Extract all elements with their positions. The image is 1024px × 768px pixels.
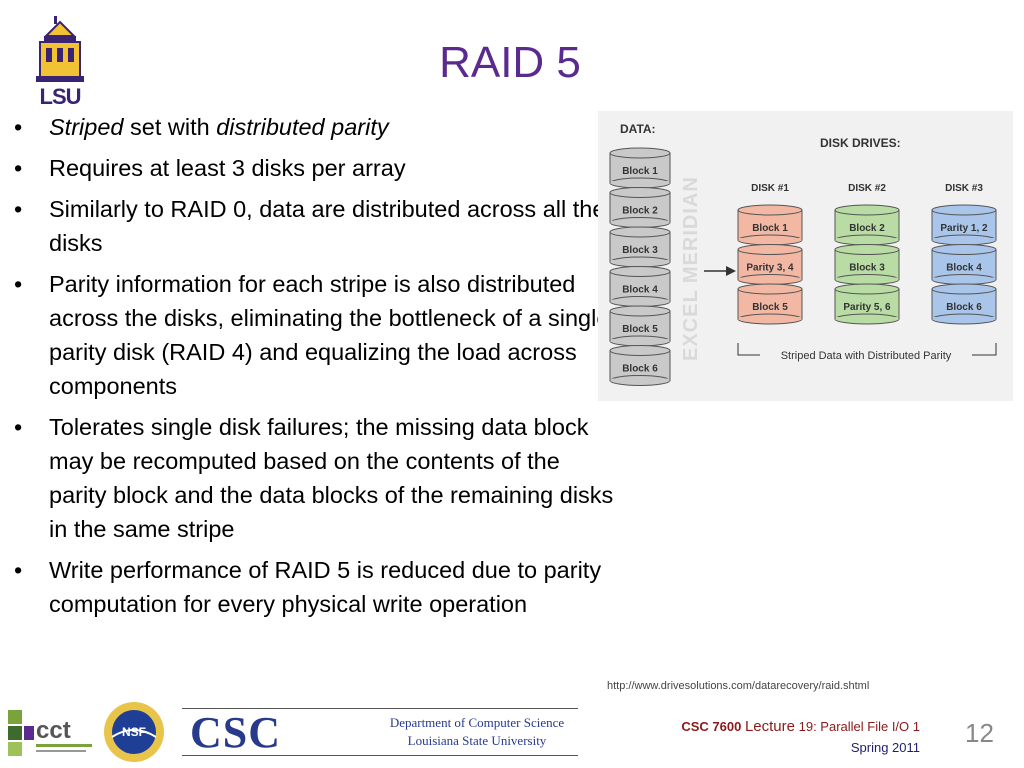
block-label: Block 2 xyxy=(849,223,885,234)
lecture-title: 19: Parallel File I/O 1 xyxy=(798,719,920,734)
disk-block: Block 5 xyxy=(737,283,803,325)
source-url: http://www.drivesolutions.com/datarecove… xyxy=(607,680,870,692)
bullet-dot: • xyxy=(14,271,23,297)
bullet-dot: • xyxy=(14,196,23,222)
block-label: Block 1 xyxy=(752,223,788,234)
disk-block: Parity 3, 4 xyxy=(737,244,803,285)
disk-block: Block 4 xyxy=(931,244,997,285)
svg-text:cct: cct xyxy=(36,717,71,744)
diagram-caption: Striped Data with Distributed Parity xyxy=(781,350,952,362)
diagram-watermark: EXCEL MERIDIAN xyxy=(680,176,702,361)
bullet-list: • Striped set with distributed parity • Req… xyxy=(14,110,614,628)
csc-banner xyxy=(182,708,578,756)
block-label: Block 3 xyxy=(849,263,885,274)
slide-title: RAID 5 xyxy=(439,38,581,87)
lecture-word: Lecture xyxy=(744,718,795,735)
block-label: Block 1 xyxy=(622,166,658,177)
block-label: Parity 3, 4 xyxy=(746,263,794,274)
disk-block: Block 3 xyxy=(834,244,900,285)
svg-text:NSF: NSF xyxy=(122,725,146,739)
lsu-logo xyxy=(36,16,84,82)
arrow-head xyxy=(726,266,736,276)
data-block: Block 1 xyxy=(609,147,671,189)
lsu-wordmark: LSU xyxy=(39,84,82,109)
course-code: CSC 7600 xyxy=(681,719,742,734)
data-block: Block 5 xyxy=(609,305,671,347)
block-label: Block 4 xyxy=(946,263,982,274)
bullet-item: • Parity information for each stripe is a… xyxy=(14,267,614,403)
department-name: Department of Computer Science xyxy=(389,715,565,730)
disk-name: DISK #1 xyxy=(751,183,789,194)
bullet-text: distributed parity xyxy=(216,114,389,140)
bullet-text: Tolerates single disk failures; the miss… xyxy=(49,414,614,542)
diagram-drives-label: DISK DRIVES: xyxy=(820,136,901,150)
cct-logo: cct xyxy=(8,710,92,756)
block-label: Block 4 xyxy=(622,285,658,296)
bullet-text: Similarly to RAID 0, data are distribute… xyxy=(49,196,606,256)
block-label: Block 3 xyxy=(622,245,658,256)
disk-block: Parity 5, 6 xyxy=(834,283,900,325)
footer-course: CSC 7600 Lecture 19: Parallel File I/O 1 xyxy=(681,718,920,735)
bullet-item: • Tolerates single disk failures; the mis… xyxy=(14,410,614,546)
bullet-dot: • xyxy=(14,114,23,140)
bullet-item: • Similarly to RAID 0, data are distribut… xyxy=(14,192,614,260)
nsf-logo: NSF xyxy=(104,702,164,762)
bullet-text: set with xyxy=(123,114,217,140)
data-block-stack: Block 1 Block 2 Block 3 Block 4 Block 5 Block… xyxy=(609,147,671,386)
bullet-dot: • xyxy=(14,414,23,440)
block-label: Parity 5, 6 xyxy=(843,302,891,313)
bullet-text: Parity information for each stripe is al… xyxy=(49,271,610,399)
disk-block: Parity 1, 2 xyxy=(931,204,997,246)
disk-block: Block 2 xyxy=(834,204,900,246)
disk-block: Block 1 xyxy=(737,204,803,246)
disk-name: DISK #3 xyxy=(945,183,983,194)
bullet-text: Write performance of RAID 5 is reduced d… xyxy=(49,557,602,617)
data-block: Block 2 xyxy=(609,187,671,228)
block-label: Parity 1, 2 xyxy=(940,223,988,234)
block-label: Block 2 xyxy=(622,206,658,217)
data-block: Block 4 xyxy=(609,266,671,307)
block-label: Block 6 xyxy=(622,364,658,375)
raid5-diagram: DATA: DISK DRIVES: Block 1 Block 2 Block 3… xyxy=(598,111,1013,401)
disk-name: DISK #2 xyxy=(848,183,886,194)
block-label: Block 5 xyxy=(752,302,788,313)
block-label: Block 5 xyxy=(622,324,658,335)
bullet-dot: • xyxy=(14,557,23,583)
bullet-text: Requires at least 3 disks per array xyxy=(49,155,406,181)
data-block: Block 6 xyxy=(609,345,671,386)
bullet-text: Striped xyxy=(49,114,124,140)
page-number: 12 xyxy=(965,718,994,748)
disk-drives: DISK #1 Block 1 Parity 3, 4 Block 5 DISK #2 B… xyxy=(737,183,997,325)
bullet-item: • Requires at least 3 disks per array xyxy=(14,151,614,185)
bullet-item: • Striped set with distributed parity xyxy=(14,110,614,144)
footer-term: Spring 2011 xyxy=(850,740,920,755)
csc-wordmark: CSC xyxy=(190,708,282,757)
bullet-dot: • xyxy=(14,155,23,181)
bullet-item: • Write performance of RAID 5 is reduced … xyxy=(14,553,614,621)
data-block: Block 3 xyxy=(609,226,671,268)
disk-block: Block 6 xyxy=(931,283,997,325)
university-name: Louisiana State University xyxy=(407,733,547,748)
diagram-data-label: DATA: xyxy=(620,122,656,136)
block-label: Block 6 xyxy=(946,302,982,313)
